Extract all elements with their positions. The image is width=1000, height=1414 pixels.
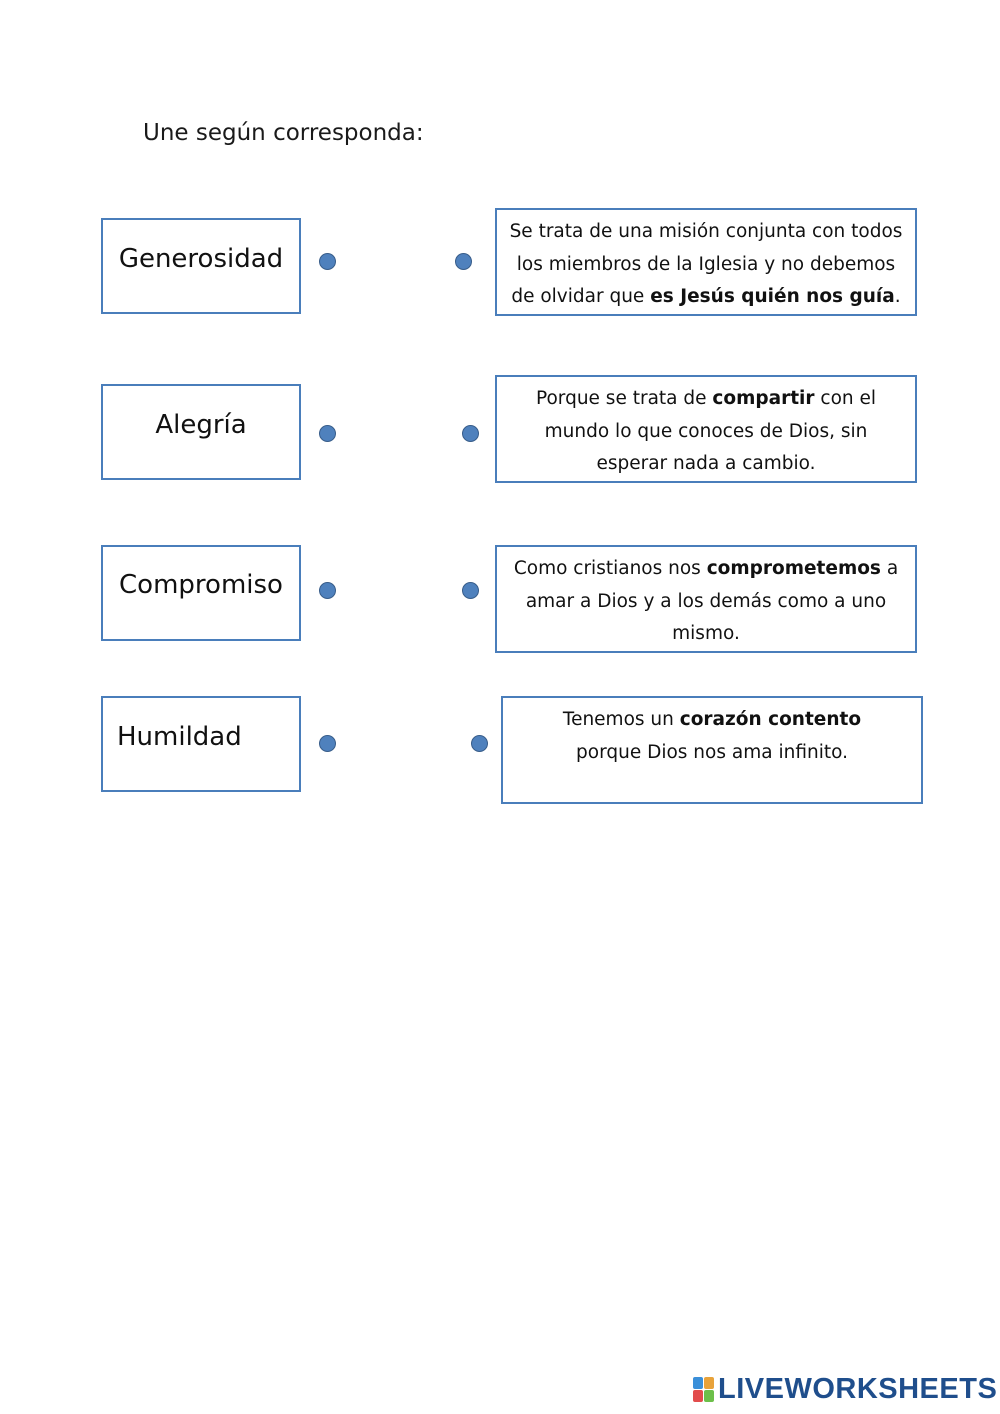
term-label: Compromiso xyxy=(119,570,283,600)
term-box-compromiso: Compromiso xyxy=(101,545,301,641)
definition-text: . xyxy=(894,286,901,307)
instruction-text: Une según corresponda: xyxy=(143,120,424,146)
term-label: Humildad xyxy=(117,722,242,752)
definition-emphasis: es Jesús quién nos guía xyxy=(650,286,895,307)
definition-emphasis: compartir xyxy=(712,388,815,409)
term-connector-dot-1[interactable] xyxy=(319,253,336,270)
term-connector-dot-2[interactable] xyxy=(319,425,336,442)
term-box-alegria: Alegría xyxy=(101,384,301,480)
definition-text: con el mundo lo que conoces de Dios, sin… xyxy=(544,388,877,474)
definition-connector-dot-1[interactable] xyxy=(455,253,472,270)
term-connector-dot-3[interactable] xyxy=(319,582,336,599)
definition-emphasis: comprometemos xyxy=(706,558,881,579)
definition-connector-dot-2[interactable] xyxy=(462,425,479,442)
term-box-generosidad: Generosidad xyxy=(101,218,301,314)
term-connector-dot-4[interactable] xyxy=(319,735,336,752)
definition-box-1: Se trata de una misión conjunta con todo… xyxy=(495,208,917,316)
definition-text: Se trata de una misión conjunta con todo… xyxy=(509,221,903,307)
definition-box-2: Porque se trata de compartir con el mund… xyxy=(495,375,917,483)
definition-connector-dot-4[interactable] xyxy=(471,735,488,752)
definition-text: Tenemos un xyxy=(562,709,680,730)
definition-text: a amar a Dios y a los demás como a uno m… xyxy=(525,558,899,644)
definition-text: Porque se trata de xyxy=(535,388,713,409)
definition-connector-dot-3[interactable] xyxy=(462,582,479,599)
term-box-humildad: Humildad xyxy=(101,696,301,792)
brand-name: LIVEWORKSHEETS xyxy=(718,1373,998,1405)
definition-text: Como cristianos nos xyxy=(513,558,707,579)
term-label: Generosidad xyxy=(118,244,284,274)
definition-box-3: Como cristianos nos comprometemos a amar… xyxy=(495,545,917,653)
liveworksheets-logo-icon xyxy=(693,1376,715,1403)
term-label: Alegría xyxy=(155,410,247,440)
definition-box-4: Tenemos un corazón contento porque Dios … xyxy=(501,696,923,804)
definition-emphasis: corazón contento xyxy=(679,709,862,730)
liveworksheets-brand: LIVEWORKSHEETS xyxy=(693,1373,997,1406)
definition-text: porque Dios nos ama infinito. xyxy=(576,741,848,763)
